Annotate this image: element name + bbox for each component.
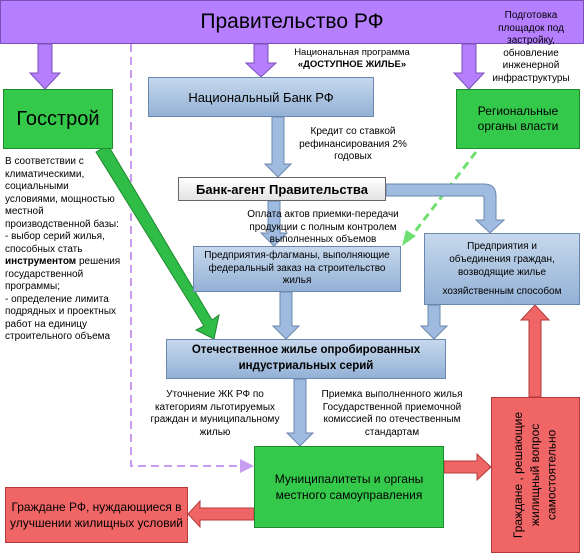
arrow-gov-to-regional bbox=[452, 43, 486, 90]
regional-node: Региональные органы власти bbox=[456, 89, 580, 149]
enterprises-line-2: объединения граждан, bbox=[449, 254, 555, 265]
gosstroy-node: Госстрой bbox=[3, 89, 113, 149]
national-bank-title: Национальный Банк РФ bbox=[188, 89, 334, 105]
bank-agent-node: Банк-агент Правительства bbox=[178, 177, 386, 201]
arrow-municipal-to-citizens-need bbox=[187, 499, 255, 529]
citizens-self-title: Граждане , решающие жилищный вопрос само… bbox=[511, 411, 559, 539]
gosstroy-description: В соответствии с климатическими, социаль… bbox=[5, 156, 121, 342]
municipal-node: Муниципалитеты и органы местного самоупр… bbox=[254, 446, 444, 528]
national-bank-node: Национальный Банк РФ bbox=[148, 77, 374, 117]
arrow-gosstroy-to-domestic bbox=[95, 144, 220, 340]
arrow-gov-to-natbank bbox=[244, 43, 278, 78]
dashed-arrow-head bbox=[240, 459, 254, 473]
arrow-domestic-to-municipal bbox=[285, 378, 315, 447]
domestic-line-1: Отечественное жилье опробированных bbox=[191, 344, 421, 357]
enterprises-line-3: возводящие жилье bbox=[457, 267, 547, 278]
arrow-flagships-to-domestic bbox=[271, 291, 301, 340]
dashed-gov-to-municipal bbox=[130, 44, 245, 467]
enterprises-line-4: хозяйственным способом bbox=[442, 286, 562, 297]
arrow-gov-to-gosstroy bbox=[28, 43, 62, 90]
flagships-title: Предприятия-флагманы, выполняющие федера… bbox=[204, 250, 390, 287]
government-node: Правительство РФ bbox=[0, 0, 584, 44]
gosstroy-title: Госстрой bbox=[16, 107, 100, 130]
credit-label: Кредит со ставкой рефинансирования 2% го… bbox=[299, 126, 407, 162]
municipal-line-2: местного самоуправления bbox=[275, 488, 423, 502]
regional-line-1: Региональные bbox=[477, 104, 559, 118]
clarify-label: Уточнение ЖК РФ по категориям льготируем… bbox=[150, 389, 280, 438]
arrow-bankagent-to-enterprises bbox=[385, 183, 506, 234]
acceptance-label: Приемка выполненного жилья Государственн… bbox=[321, 389, 463, 438]
site-prep-label: Подготовка площадок под застройку, обнов… bbox=[492, 10, 570, 84]
dashed-green-head bbox=[402, 230, 416, 246]
citizens-need-line-2: улучшении жилищных условий bbox=[9, 516, 183, 530]
regional-line-2: органы власти bbox=[477, 119, 559, 133]
enterprises-line-1: Предприятия и bbox=[467, 241, 537, 252]
domestic-line-2: индустриальных серий bbox=[238, 360, 374, 372]
arrow-citizens-self-to-enterprises bbox=[519, 304, 551, 398]
government-title: Правительство РФ bbox=[200, 10, 384, 33]
bank-agent-title: Банк-агент Правительства bbox=[196, 181, 368, 197]
citizens-need-node: Граждане РФ, нуждающиеся в улучшении жил… bbox=[5, 487, 188, 543]
arrow-municipal-to-citizens-self bbox=[443, 452, 492, 482]
municipal-line-1: Муниципалитеты и органы bbox=[274, 471, 424, 486]
arrow-enterprises-to-domestic bbox=[419, 304, 449, 340]
enterprises-node: Предприятия и объединения граждан, возво… bbox=[424, 233, 580, 305]
payment-label: Оплата актов приемки-передачи продукции … bbox=[247, 209, 399, 245]
flagships-node: Предприятия-флагманы, выполняющие федера… bbox=[193, 246, 401, 292]
arrow-natbank-to-bankagent bbox=[263, 116, 293, 178]
citizens-need-line-1: Граждане РФ, нуждающиеся в bbox=[11, 499, 182, 514]
citizens-self-node: Граждане , решающие жилищный вопрос само… bbox=[491, 397, 580, 553]
national-program-label: Национальная программа «ДОСТУПНОЕ ЖИЛЬЕ» bbox=[294, 47, 410, 70]
domestic-housing-node: Отечественное жилье опробированных индус… bbox=[166, 339, 446, 379]
arrow-bankagent-to-flagships bbox=[259, 200, 289, 247]
